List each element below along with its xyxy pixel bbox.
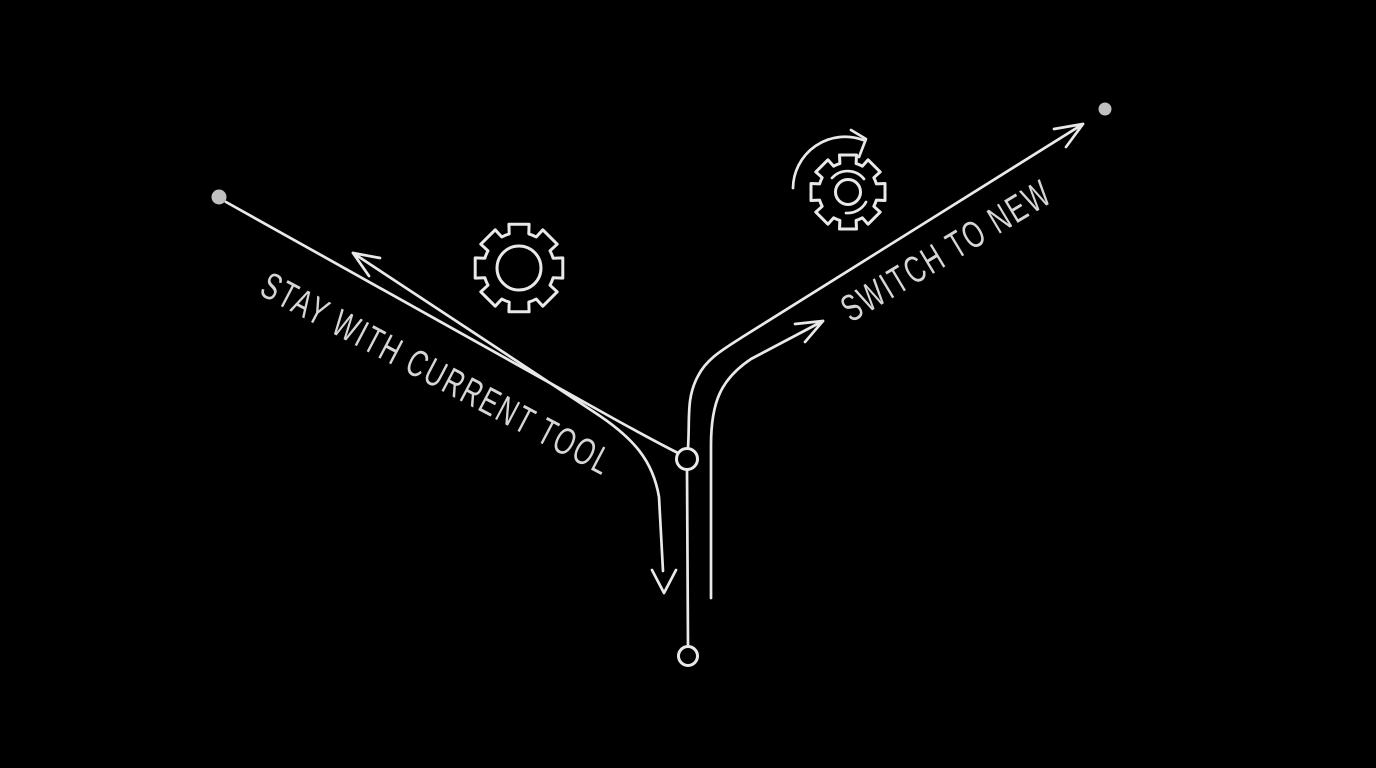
arrowhead-up-left-icon	[351, 251, 382, 278]
turn-arrowhead-icon	[793, 319, 825, 344]
stay-return-arrow-shaft	[351, 251, 665, 573]
refresh-arc	[791, 135, 865, 190]
arrowhead-down-icon	[650, 568, 678, 595]
refresh-arrowhead-icon	[849, 128, 868, 159]
fork-stem	[675, 447, 699, 667]
start-node	[677, 645, 699, 667]
fork-node	[675, 447, 699, 471]
sync-gear-icon	[791, 128, 887, 231]
switch-turn-arrow-shaft	[709, 319, 825, 600]
stem-line	[685, 468, 690, 648]
stay-branch-label: STAY WITH CURRENT TOOL	[254, 264, 619, 484]
stay-endpoint-dot	[211, 189, 227, 205]
gear-icon	[473, 222, 565, 314]
stay-branch: STAY WITH CURRENT TOOL	[211, 189, 680, 595]
switch-branch-line	[686, 122, 1085, 450]
switch-branch: SWITCH TO NEW	[686, 102, 1112, 600]
stay-branch-line	[224, 200, 680, 455]
arrowhead-up-right-icon	[1052, 122, 1085, 149]
switch-endpoint-dot	[1098, 102, 1112, 116]
switch-branch-label: SWITCH TO NEW	[834, 171, 1060, 330]
